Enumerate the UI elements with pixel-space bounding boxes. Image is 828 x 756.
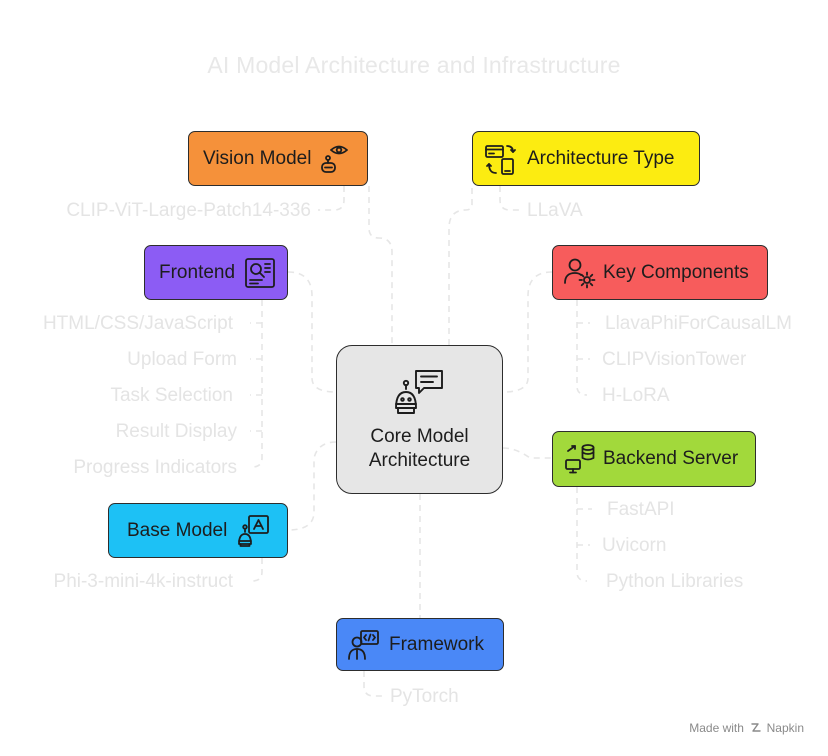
node-label: Backend Server <box>603 448 739 469</box>
node-core-model-architecture[interactable]: Core Model Architecture <box>336 345 503 494</box>
node-frontend[interactable]: Frontend <box>144 245 288 300</box>
node-key-components[interactable]: Key Components <box>552 245 768 300</box>
leaf-frontend-0: HTML/CSS/JavaScript <box>42 313 233 334</box>
connector-backend-server-leaves <box>576 487 588 582</box>
connector-base-model-leaf <box>251 558 263 582</box>
node-label: Architecture Type <box>527 147 675 169</box>
node-label: Vision Model <box>203 147 312 169</box>
node-label: Key Components <box>603 261 749 283</box>
user-gear-icon <box>564 258 596 288</box>
connector-backend-server <box>502 447 552 459</box>
node-label: Framework <box>389 633 485 655</box>
leaf-frontend-4: Progress Indicators <box>73 457 237 478</box>
leaf-framework-0: PyTorch <box>390 686 459 707</box>
leaf-backend-server-1: Uvicorn <box>602 535 667 556</box>
leaf-frontend-3: Result Display <box>115 421 237 442</box>
node-backend-server[interactable]: Backend Server <box>552 431 756 487</box>
made-with-napkin-watermark[interactable]: Made with Napkin <box>689 721 804 735</box>
robot-chat-icon <box>395 370 443 414</box>
napkin-logo-icon <box>751 723 761 732</box>
leaf-frontend-1: Upload Form <box>127 349 237 370</box>
robot-eye-icon <box>321 145 349 173</box>
diagram-title: AI Model Architecture and Infrastructure <box>207 52 621 78</box>
connector-vision-model-leaf <box>318 186 345 211</box>
connector-vision-model <box>368 186 393 345</box>
leaf-backend-server-0: FastAPI <box>607 499 675 520</box>
connector-framework-leaf <box>363 671 384 697</box>
leaf-key-components-1: CLIPVisionTower <box>602 349 747 370</box>
node-label: Frontend <box>159 261 236 283</box>
leaf-vision-model-0: CLIP-ViT-Large-Patch14-336 <box>66 200 311 221</box>
watermark-prefix: Made with <box>689 721 744 735</box>
connector-frontend-leaves <box>251 300 263 468</box>
connector-architecture-type <box>448 186 473 345</box>
server-database-icon <box>565 444 595 474</box>
leaf-key-components-0: LlavaPhiForCausalLM <box>605 313 792 334</box>
watermark-brand: Napkin <box>766 721 804 735</box>
leaf-base-model-0: Phi-3-mini-4k-instruct <box>53 571 233 592</box>
connector-base-model <box>287 441 337 531</box>
node-architecture-type[interactable]: Architecture Type <box>472 131 700 186</box>
center-label-line-2: Architecture <box>368 450 471 471</box>
connector-frontend <box>287 271 337 393</box>
devices-sync-icon <box>485 144 516 175</box>
node-base-model[interactable]: Base Model <box>108 503 288 558</box>
center-label-line-1: Core Model <box>370 426 469 447</box>
leaf-backend-server-2: Python Libraries <box>606 571 744 592</box>
ui-layout-icon <box>245 257 275 288</box>
node-vision-model[interactable]: Vision Model <box>188 131 368 186</box>
robot-image-icon <box>238 514 270 547</box>
leaf-frontend-2: Task Selection <box>110 385 233 406</box>
node-framework[interactable]: Framework <box>336 618 504 671</box>
leaf-architecture-type-0: LLaVA <box>527 200 583 221</box>
connector-architecture-type-leaf <box>499 186 520 211</box>
connector-key-components-leaves <box>576 300 588 396</box>
connector-key-components <box>502 271 553 393</box>
node-label: Base Model <box>127 519 228 541</box>
leaf-key-components-2: H-LoRA <box>602 385 670 406</box>
developer-code-icon <box>348 629 379 660</box>
